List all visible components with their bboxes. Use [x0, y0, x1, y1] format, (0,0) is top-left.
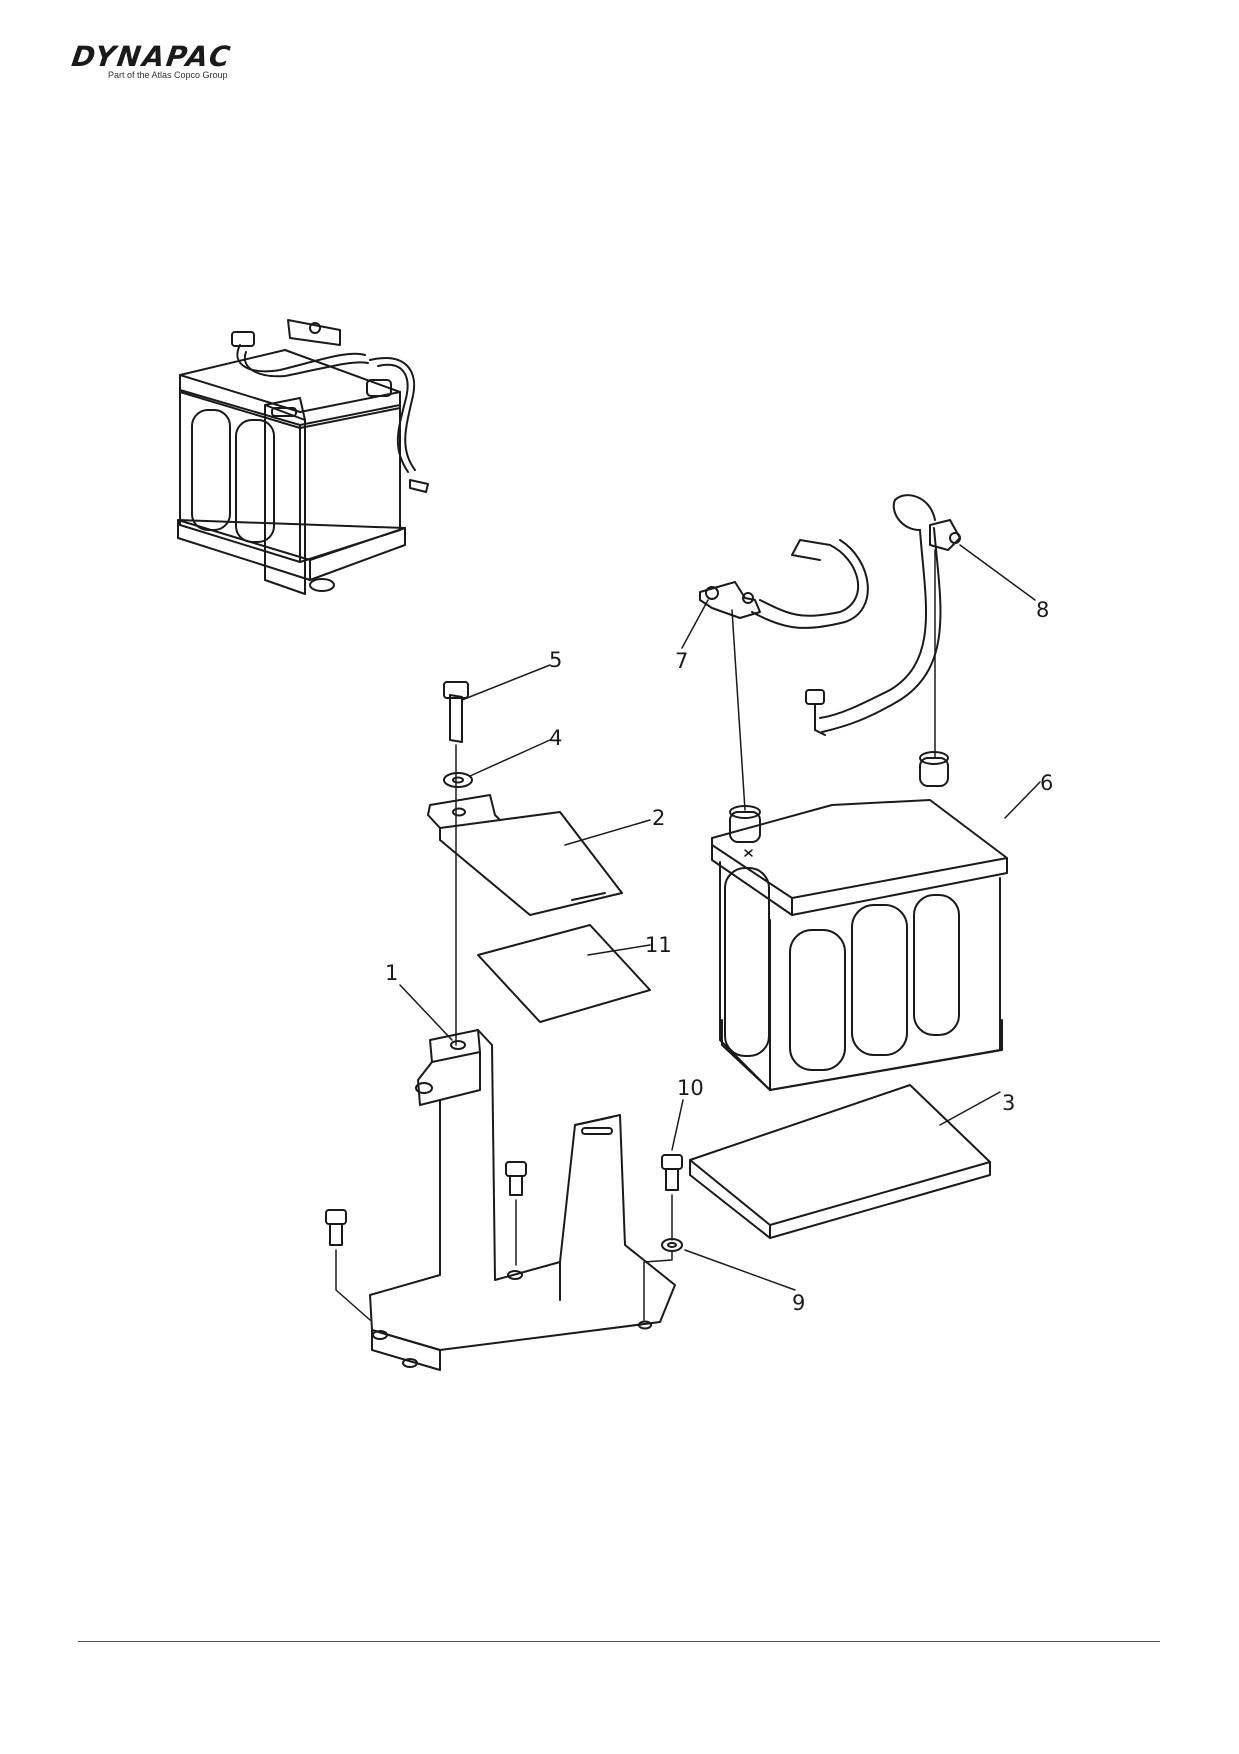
bracket-bolts [325, 1161, 527, 1321]
part-2-hold-down-plate [427, 794, 623, 916]
callout-8: 8 [1036, 598, 1049, 622]
dynapac-logo: DYNAPAC Part of the Atlas Copco Group [70, 40, 292, 86]
brand-tagline: Part of the Atlas Copco Group [108, 70, 228, 80]
part-4-washer [443, 772, 473, 788]
callout-5: 5 [549, 648, 562, 672]
battery-cables [699, 494, 961, 811]
callout-1: 1 [385, 961, 398, 985]
callout-7: 7 [675, 649, 688, 673]
callout-2: 2 [652, 806, 665, 830]
part-6-battery [711, 751, 1008, 1091]
part-9-nut [643, 1238, 683, 1321]
assembled-battery-view [177, 319, 429, 595]
part-11-pad [477, 924, 651, 1023]
part-10-bolt [661, 1154, 683, 1241]
callout-10: 10 [677, 1076, 704, 1100]
callout-3: 3 [1002, 1091, 1015, 1115]
part-8-clamp [929, 519, 961, 551]
part-3-base-pad [689, 1084, 991, 1239]
callout-11: 11 [645, 933, 672, 957]
footer-rule [78, 1641, 1160, 1642]
part-7-clamp [699, 581, 761, 619]
part-1-battery-bracket [369, 1029, 676, 1371]
part-5-bolt [443, 681, 469, 743]
callout-leaders [399, 544, 1041, 1291]
callout-9: 9 [792, 1291, 805, 1315]
callout-6: 6 [1040, 771, 1053, 795]
callout-4: 4 [549, 726, 562, 750]
